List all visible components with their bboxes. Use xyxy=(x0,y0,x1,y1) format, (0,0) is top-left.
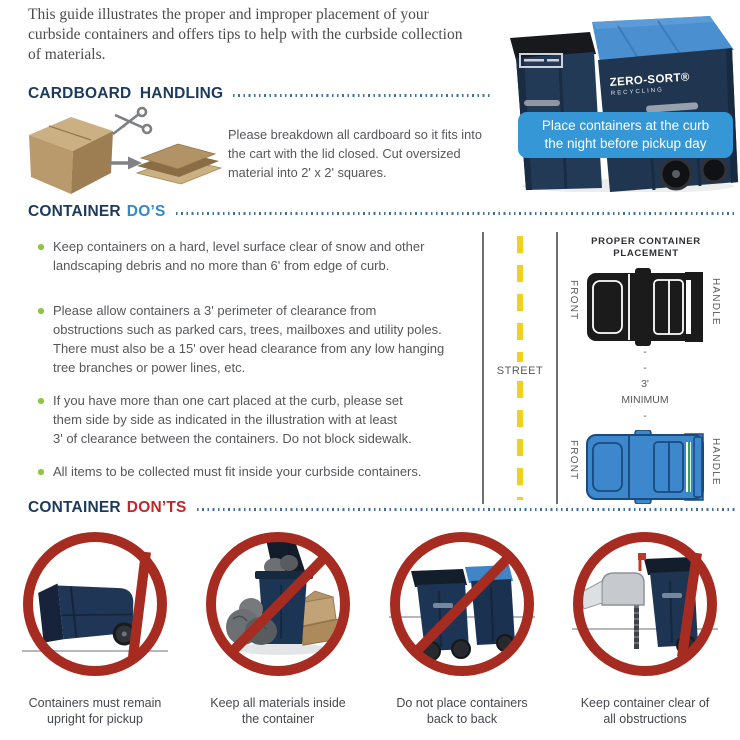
road-edge-line xyxy=(482,232,484,504)
handle-label: HANDLE xyxy=(710,278,721,326)
cardboard-box-icon xyxy=(29,117,113,194)
dont-item-overflow: Keep all materials inside the container xyxy=(203,527,353,727)
spacer-dash: - xyxy=(643,410,647,422)
pickup-callout: Place containers at the curb the night b… xyxy=(518,112,733,158)
spacer-dash: - xyxy=(643,346,647,358)
dont-item-tipped: Containers must remain upright for picku… xyxy=(20,527,170,727)
dos-bullet-list: Keep containers on a hard, level surface… xyxy=(36,237,506,495)
dotted-leader xyxy=(233,93,490,97)
arrow-icon xyxy=(109,156,142,170)
cardboard-illustration xyxy=(29,106,223,194)
dont-item-back-to-back: Do not place containers back to back xyxy=(387,527,537,727)
minimum-word: MINIMUM xyxy=(621,394,669,406)
overflowing-container-illustration xyxy=(206,532,350,676)
scissors-icon xyxy=(112,106,153,136)
donts-heading-main: CONTAINER xyxy=(28,499,121,516)
dos-bullet-1: Keep containers on a hard, level surface… xyxy=(36,237,506,275)
prohibition-ring xyxy=(23,532,167,676)
dont-caption: Containers must remain upright for picku… xyxy=(28,696,162,726)
right-cart: ZERO-SORT® RECYCLING xyxy=(592,16,738,192)
dos-bullet-4: All items to be collected must fit insid… xyxy=(36,462,506,481)
prohibition-ring xyxy=(573,532,717,676)
mailbox xyxy=(579,553,646,649)
spacer-dash: - xyxy=(643,362,647,374)
dos-bullet-3: If you have more than one cart placed at… xyxy=(36,391,506,448)
cardboard-instructions: Please breakdown all cardboard so it fit… xyxy=(228,127,482,180)
donts-heading-row: CONTAINER DON’TS xyxy=(28,499,735,517)
prohibition-slash xyxy=(226,551,331,658)
dotted-leader xyxy=(196,507,735,511)
prohibition-slash xyxy=(128,551,151,658)
dont-caption: Keep container clear of all obstructions xyxy=(580,696,710,726)
dont-caption: Keep all materials inside the container xyxy=(210,696,346,726)
handle-label: HANDLE xyxy=(710,438,721,486)
front-label: FRONT xyxy=(568,280,579,321)
dos-heading-main: CONTAINER xyxy=(28,203,121,220)
front-label: FRONT xyxy=(568,440,579,481)
left-cart xyxy=(510,32,602,190)
street-label: STREET xyxy=(488,362,552,380)
dotted-leader xyxy=(175,211,735,215)
prohibition-slash xyxy=(410,551,515,658)
intro-paragraph: This guide illustrates the proper and im… xyxy=(28,6,463,63)
cart-brand-text: ZERO-SORT® xyxy=(609,71,690,89)
prohibition-ring xyxy=(206,532,350,676)
flattened-cardboard-icon xyxy=(135,143,223,185)
curb-line xyxy=(556,232,558,504)
tipped-cart xyxy=(38,583,136,646)
prohibition-slash xyxy=(677,552,702,658)
dos-bullet-2: Please allow containers a 3' perimeter o… xyxy=(36,301,506,377)
mailbox-obstruction-illustration xyxy=(572,532,718,676)
cart-brand-subtext: RECYCLING xyxy=(611,87,664,97)
dont-item-obstruction: Keep container clear of all obstructions xyxy=(570,527,720,727)
dont-caption: Do not place containers back to back xyxy=(396,696,528,726)
cart-top-view-blue xyxy=(586,430,704,504)
left-cart-label-plate xyxy=(519,53,563,68)
minimum-feet: 3' xyxy=(641,378,649,390)
back-to-back-illustration xyxy=(389,532,535,676)
cart-top-view-black xyxy=(587,268,703,346)
cardboard-heading: CARDBOARD HANDLING xyxy=(28,85,224,102)
cardboard-heading-row: CARDBOARD HANDLING xyxy=(28,85,490,103)
ground-shadow xyxy=(235,643,327,655)
prohibition-ring xyxy=(390,532,534,676)
cart-wheel xyxy=(700,156,728,184)
blue-lid xyxy=(592,16,734,62)
street-placement-diagram: STREET PROPER CONTAINER PLACEMENT FRONT … xyxy=(480,232,740,504)
dos-heading-row: CONTAINER DO’S xyxy=(28,203,735,221)
dos-heading-accent: DO’S xyxy=(126,203,166,220)
donts-heading-accent: DON’TS xyxy=(126,499,187,516)
placement-title: PROPER CONTAINER PLACEMENT xyxy=(591,236,701,259)
minimum-spacing-indicator: - - 3' MINIMUM - - xyxy=(621,346,668,438)
hero-cart-illustration: ZERO-SORT® RECYCLING xyxy=(510,16,738,192)
tipped-container-illustration xyxy=(22,532,168,676)
